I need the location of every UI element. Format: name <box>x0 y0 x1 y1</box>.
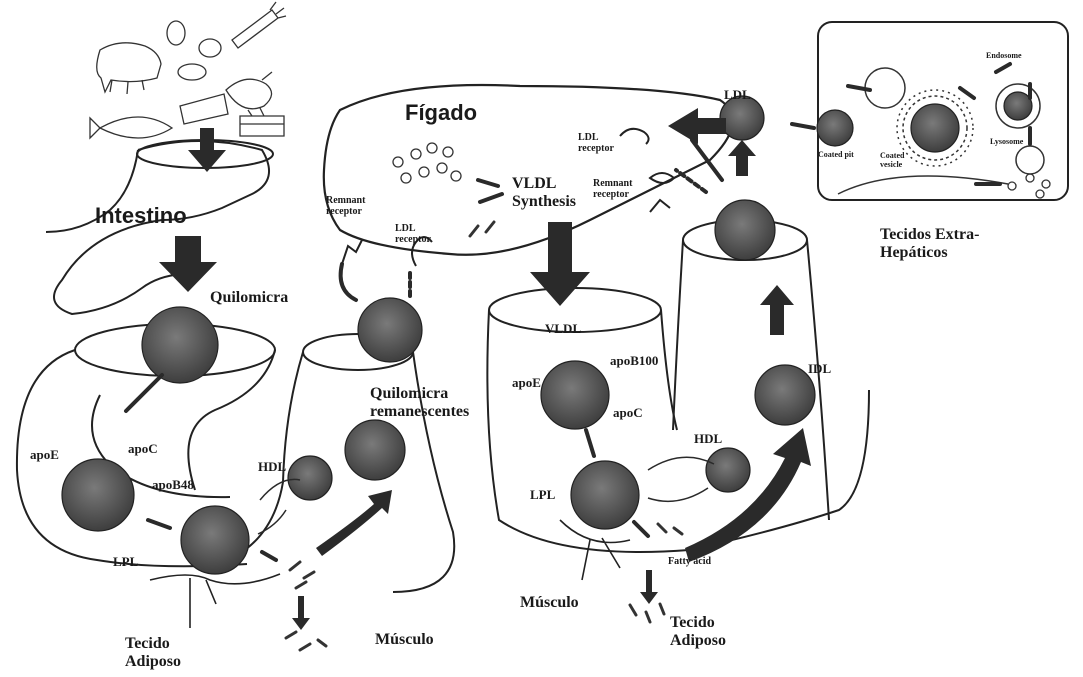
cow-sketch <box>97 43 161 94</box>
arrow-idl-up <box>760 285 794 335</box>
apoE-left-label: apoE <box>30 448 59 461</box>
tecido-adiposo-mid-label: Tecido Adiposo <box>670 614 726 649</box>
arrow-down-fa-mid <box>640 570 658 604</box>
arrow-intestine-to-chylomicron <box>159 236 217 292</box>
vldl-label: VLDL <box>545 322 581 335</box>
vegetable-sketch-2 <box>199 39 221 57</box>
ldl-receptor-right-icon <box>620 129 649 144</box>
arrow-food-to-intestine <box>188 128 226 172</box>
idl-label: IDL <box>808 362 831 375</box>
remnant-receptor-left-label: Remnant receptor <box>326 195 365 217</box>
endosome-label: Endosome <box>986 52 1022 60</box>
hdl-particle-left <box>288 456 332 500</box>
remnant-receptor-right-icon <box>650 173 674 183</box>
apoB48-label: apoB48 <box>152 478 194 491</box>
apoC-mid-label: apoC <box>613 406 643 419</box>
ldl-receptor-right-label: LDL receptor <box>578 132 614 154</box>
remnant-receptor-right-label: Remnant receptor <box>593 178 632 200</box>
lysosome-label: Lysosome <box>990 138 1023 146</box>
remnant-particle <box>345 420 405 480</box>
lpl-left-label: LPL <box>113 555 138 568</box>
ldl-particle <box>720 96 764 140</box>
endosome-particle <box>1004 92 1032 120</box>
lipid-droplets <box>393 143 1050 198</box>
arrow-liver-to-ldl <box>668 108 726 144</box>
remnant-receptor-left-icon <box>342 240 362 264</box>
intestino-label: Intestino <box>95 205 187 227</box>
idl-particle-liver <box>715 200 775 260</box>
idl-particle <box>755 365 815 425</box>
vldl-particle <box>541 361 609 429</box>
coated-pit-label: Coated pit <box>818 151 854 159</box>
fatty-acid-marks <box>286 222 682 650</box>
musculo-mid-label: Músculo <box>520 595 579 611</box>
ldl-vesicle-particle <box>911 104 959 152</box>
fatty-acid-label: Fatty acid <box>668 557 711 567</box>
hdl-left-label: HDL <box>258 460 286 473</box>
cheese-sketch <box>180 94 228 124</box>
apoC-left-label: apoC <box>128 442 158 455</box>
vldl-lpl-particle <box>571 461 639 529</box>
hdl-mid-label: HDL <box>694 432 722 445</box>
chylomicron-particle <box>142 307 218 383</box>
arrow-vldl-release <box>530 222 590 306</box>
apoE-mid-label: apoE <box>512 376 541 389</box>
remnant-receptor-right-icon-2 <box>650 200 670 212</box>
tecido-adiposo-left-label: Tecido Adiposo <box>125 635 181 670</box>
figado-label: Fígado <box>405 102 477 124</box>
remnant-particle-liver <box>358 298 422 362</box>
arrow-down-fa-left <box>292 596 310 630</box>
arrow-big-curve-mid <box>685 428 811 562</box>
vegetable-sketch <box>167 21 185 45</box>
ldl-top-label: LDL <box>724 88 751 101</box>
chylomicron-particle-apo <box>62 459 134 531</box>
mushroom-sketch <box>178 64 206 80</box>
pathway-arrows <box>159 108 811 630</box>
hdl-particle-mid <box>706 448 750 492</box>
lpl-mid-label: LPL <box>530 488 555 501</box>
ldl-coated-pit-particle <box>817 110 853 146</box>
fish-sketch <box>90 117 172 138</box>
quilomicra-remanescentes-label: Quilomicra remanescentes <box>370 385 469 420</box>
vldl-synthesis-label: VLDL Synthesis <box>512 175 576 210</box>
apoB100-label: apoB100 <box>610 354 658 367</box>
chicken-sketch <box>226 72 272 109</box>
musculo-left-label: Músculo <box>375 632 434 648</box>
ldl-receptor-left-label: LDL receptor <box>395 223 431 245</box>
quilomicra-label: Quilomicra <box>210 290 288 306</box>
carrot-sketch <box>232 2 286 48</box>
arrow-ldl-up <box>728 140 756 176</box>
coated-vesicle-label: Coated vesicle <box>880 152 904 170</box>
arrow-big-curve-left <box>316 490 392 556</box>
cake-sketch <box>240 108 284 136</box>
food-sketches <box>90 2 286 138</box>
chylomicron-lpl-particle <box>181 506 249 574</box>
liver-outline <box>324 85 733 255</box>
tecidos-extra-hepaticos-label: Tecidos Extra- Hepáticos <box>880 226 979 261</box>
